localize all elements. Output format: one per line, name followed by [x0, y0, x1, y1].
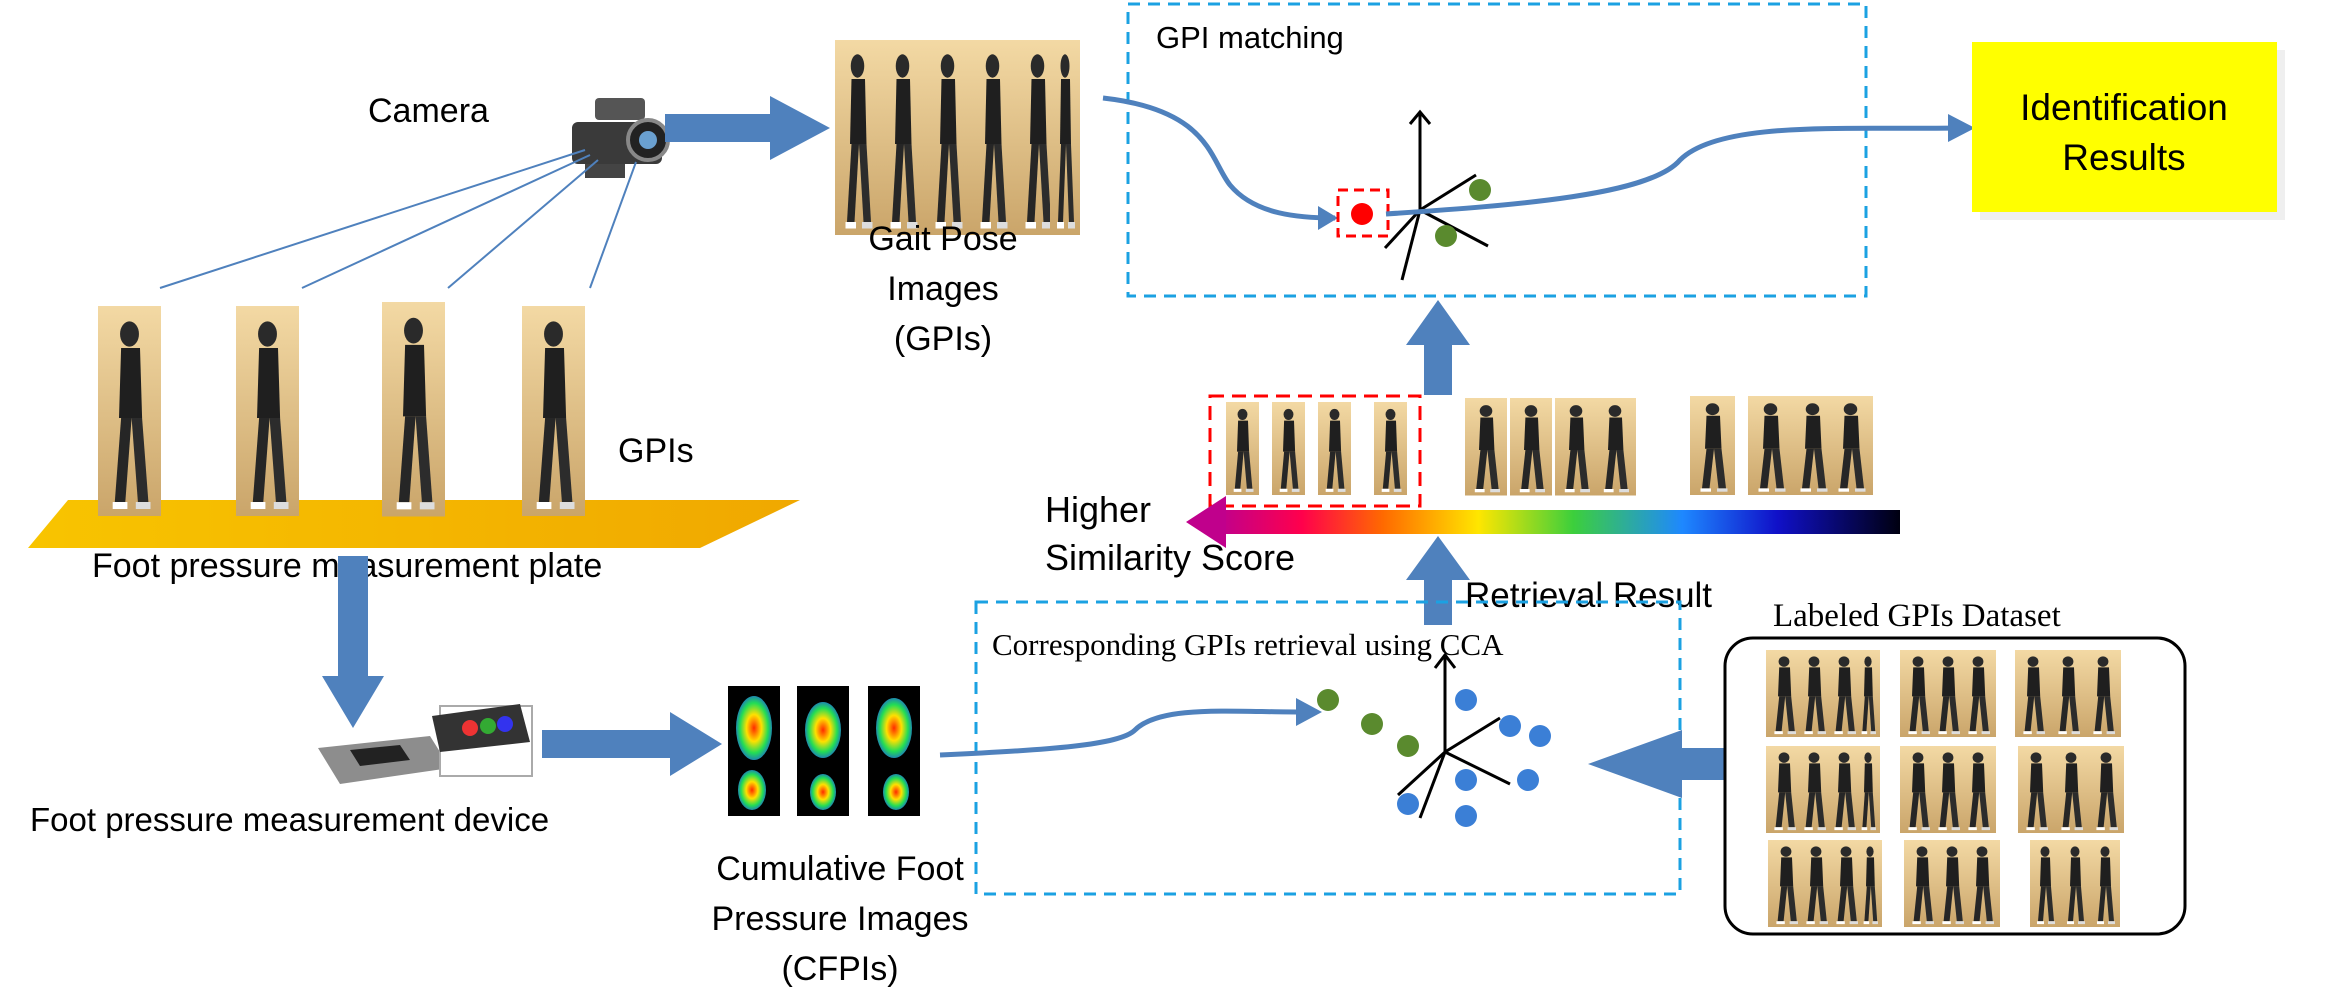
dataset-to-cca-arrow — [1588, 730, 1772, 798]
cca-green-points — [1317, 689, 1419, 757]
cfpi-label-2: Pressure Images — [712, 900, 969, 938]
similarity-score-label: Similarity Score — [1045, 537, 1295, 578]
higher-label: Higher — [1045, 489, 1151, 530]
gpi-to-matching-curve — [1102, 95, 1336, 221]
cfpi-images — [728, 686, 920, 816]
gait-pose-label-1: Gait Pose — [868, 220, 1017, 258]
cca-axes — [1396, 652, 1511, 819]
top-match-highlight — [1208, 394, 1422, 508]
cfpi-label-3: (CFPIs) — [781, 950, 898, 988]
gpis-label: GPIs — [618, 432, 694, 470]
camera-label: Camera — [368, 92, 489, 130]
cca-blue-points — [1397, 689, 1551, 827]
candidate-point-2 — [1435, 225, 1457, 247]
camera-to-gpis-arrow — [665, 96, 830, 160]
camera-view-lines — [159, 149, 637, 289]
foot-pressure-device-icon — [318, 704, 533, 784]
device-label: Foot pressure measurement device — [30, 801, 549, 838]
labeled-dataset-label: Labeled GPIs Dataset — [1773, 598, 2061, 634]
gait-pose-label-2: Images — [887, 270, 999, 308]
cfpi-to-cca-curve — [939, 708, 1301, 758]
gpi-sequence-left — [98, 302, 585, 517]
device-to-cfpi-arrow — [542, 712, 722, 776]
query-point — [1351, 203, 1373, 225]
retrieval-result-label: Retrieval Result — [1465, 576, 1712, 615]
identification-results-box — [1972, 42, 2285, 220]
candidate-point-1 — [1469, 179, 1491, 201]
identification-label-1: Identification — [2020, 87, 2228, 128]
camera-icon — [572, 98, 670, 178]
gait-pose-label-3: (GPIs) — [894, 320, 992, 358]
matching-axes — [1383, 109, 1489, 281]
gait-pose-images — [835, 40, 1080, 235]
dataset-gpi-grid — [1766, 650, 2124, 927]
cfpi-label-1: Cumulative Foot — [716, 850, 964, 888]
score-up-arrow — [1406, 536, 1470, 625]
gpi-matching-label: GPI matching — [1156, 20, 1344, 55]
identification-label-2: Results — [2062, 137, 2185, 178]
gpi-matching-box — [1126, 2, 1868, 298]
matching-to-result-curve — [1385, 125, 1956, 217]
retrieval-up-arrow — [1406, 300, 1470, 395]
foot-pressure-plate — [28, 500, 800, 548]
retrieved-gpis-strip — [1226, 396, 1873, 496]
cca-retrieval-label: Corresponding GPIs retrieval using CCA — [992, 627, 1504, 662]
similarity-score-bar — [1186, 496, 1900, 548]
plate-to-device-arrow — [322, 556, 384, 728]
